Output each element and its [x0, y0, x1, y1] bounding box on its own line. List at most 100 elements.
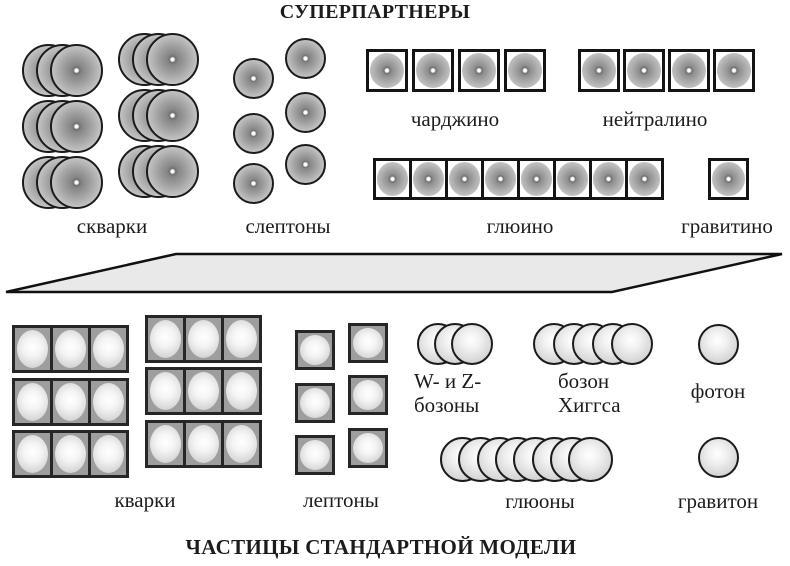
- neutralino-box: [713, 49, 755, 92]
- quark-cell: [88, 325, 129, 373]
- chargino-box: [504, 49, 546, 92]
- squarks-label: скварки: [76, 214, 148, 238]
- lepton-circle: [300, 440, 330, 470]
- squark-circle: [146, 89, 199, 142]
- wz-boson-circle: [434, 323, 476, 365]
- quark-circle: [93, 383, 124, 421]
- gluino-circle: [413, 162, 444, 196]
- gravitino-circle: [712, 162, 745, 196]
- quark-circle: [93, 435, 124, 473]
- squark-cluster: [22, 100, 103, 153]
- quark-circle: [188, 372, 219, 410]
- gluino-box: [625, 158, 664, 200]
- quark-cell: [145, 420, 186, 468]
- quark-strip: [12, 378, 129, 426]
- quark-circle: [150, 320, 181, 358]
- gluino-label: глюино: [486, 214, 554, 238]
- quark-cell: [12, 325, 53, 373]
- quark-cell: [88, 430, 129, 478]
- quark-cell: [50, 325, 91, 373]
- slepton-circle: [285, 92, 326, 133]
- chargino-box: [412, 49, 454, 92]
- gluino-box: [373, 158, 412, 200]
- higgs-label-line1: бозон: [558, 369, 610, 393]
- quark-circle: [17, 435, 48, 473]
- gravitino-label: гравитино: [681, 214, 773, 238]
- quark-circle: [150, 372, 181, 410]
- lepton-cell: [348, 428, 388, 468]
- chargino-box: [366, 49, 408, 92]
- quark-strip: [145, 367, 262, 415]
- squark-circle: [132, 33, 185, 86]
- neutralinos-label: нейтралино: [602, 107, 708, 131]
- neutralino-box: [578, 49, 620, 92]
- gluon-circle: [550, 437, 595, 482]
- lepton-circle: [353, 380, 383, 410]
- divider-plane: [5, 252, 783, 294]
- higgs-circle: [572, 323, 614, 365]
- quark-cell: [12, 378, 53, 426]
- graviton-label: гравитон: [677, 489, 759, 513]
- squark-cluster: [22, 44, 103, 97]
- slepton-circle: [233, 58, 274, 99]
- gluino-circle: [377, 162, 408, 196]
- neutralino-box-circle: [582, 53, 616, 88]
- quark-circle: [188, 320, 219, 358]
- neutralino-box-circle: [717, 53, 751, 88]
- squark-circle: [118, 145, 171, 198]
- quark-cell: [183, 420, 224, 468]
- quark-circle: [17, 383, 48, 421]
- higgs-label: бозон Хиггса: [558, 369, 678, 417]
- gluon-circle: [440, 437, 485, 482]
- chargino-box-circle: [416, 53, 450, 88]
- gluon-circle: [532, 437, 577, 482]
- quark-cell: [145, 315, 186, 363]
- lepton-cell: [295, 435, 335, 475]
- quark-cell: [183, 367, 224, 415]
- graviton-circle: [698, 437, 739, 478]
- quark-circle: [55, 383, 86, 421]
- squark-cluster: [22, 156, 103, 209]
- gluino-box: [553, 158, 592, 200]
- squark-circle: [146, 33, 199, 86]
- squark-circle: [22, 44, 75, 97]
- quark-circle: [188, 425, 219, 463]
- quark-cell: [12, 430, 53, 478]
- lepton-circle: [353, 433, 383, 463]
- squark-circle: [132, 145, 185, 198]
- slepton-circle: [233, 113, 274, 154]
- slepton-circle: [233, 163, 274, 204]
- quark-cell: [50, 378, 91, 426]
- slepton-circle: [285, 144, 326, 185]
- squark-circle: [22, 156, 75, 209]
- gluino-box: [445, 158, 484, 200]
- quark-cell: [221, 420, 262, 468]
- quark-circle: [226, 425, 257, 463]
- squark-circle: [50, 100, 103, 153]
- squark-circle: [36, 156, 89, 209]
- squark-cluster: [118, 33, 199, 86]
- leptons-label: лептоны: [303, 488, 379, 512]
- gluino-circle: [629, 162, 660, 196]
- quark-circle: [17, 330, 48, 368]
- lepton-cell: [295, 330, 335, 370]
- wz-label-line1: W- и Z-: [414, 369, 482, 393]
- higgs-label-line2: Хиггса: [558, 393, 621, 417]
- squark-circle: [132, 89, 185, 142]
- gluino-circle: [449, 162, 480, 196]
- neutralino-box: [668, 49, 710, 92]
- quark-cell: [183, 315, 224, 363]
- quark-strip: [145, 315, 262, 363]
- lepton-circle: [300, 388, 330, 418]
- quark-circle: [226, 372, 257, 410]
- wz-boson-circle: [417, 323, 459, 365]
- lepton-cell: [348, 323, 388, 363]
- chargino-box-circle: [370, 53, 404, 88]
- charginos-label: чарджино: [410, 107, 500, 131]
- quarks-label: кварки: [114, 488, 176, 512]
- quark-circle: [55, 330, 86, 368]
- neutralino-box: [623, 49, 665, 92]
- quark-cell: [88, 378, 129, 426]
- slepton-circle: [285, 38, 326, 79]
